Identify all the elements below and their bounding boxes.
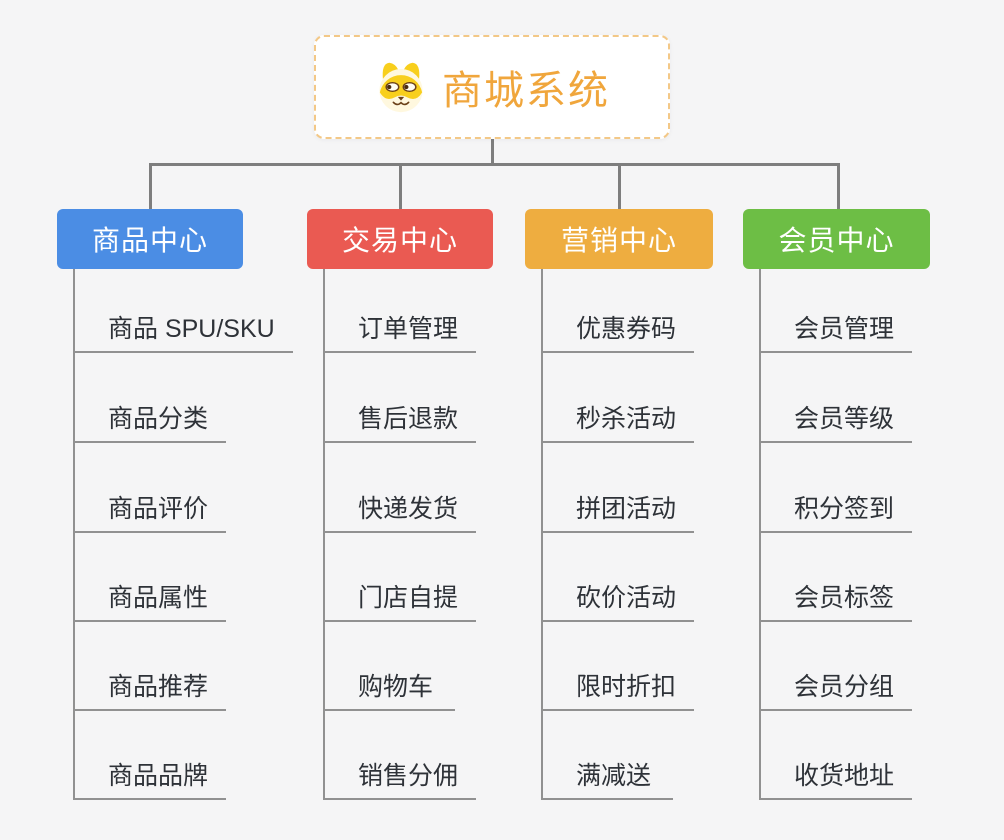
topic-node[interactable]: 订单管理 bbox=[325, 307, 477, 353]
topic-node[interactable]: 快递发货 bbox=[325, 487, 477, 533]
topic-node[interactable]: 会员等级 bbox=[761, 397, 913, 443]
topic-node[interactable]: 拼团活动 bbox=[543, 487, 695, 533]
branch-children-trade-center: 订单管理 售后退款 快递发货 门店自提 购物车 销售分佣 bbox=[323, 269, 555, 800]
branch-header-member-center[interactable]: 会员中心 bbox=[743, 209, 930, 269]
topic-node[interactable]: 满减送 bbox=[543, 754, 673, 800]
topic-node[interactable]: 门店自提 bbox=[325, 576, 477, 622]
connector-drop bbox=[837, 163, 840, 209]
topic-node[interactable]: 收货地址 bbox=[761, 754, 913, 800]
topic-node[interactable]: 会员标签 bbox=[761, 576, 913, 622]
topic-node[interactable]: 商品分类 bbox=[75, 397, 227, 443]
topic-node[interactable]: 商品品牌 bbox=[75, 754, 227, 800]
topic-node[interactable]: 商品推荐 bbox=[75, 665, 227, 711]
topic-node[interactable]: 售后退款 bbox=[325, 397, 477, 443]
branch-children-product-center: 商品 SPU/SKU 商品分类 商品评价 商品属性 商品推荐 商品品牌 bbox=[73, 269, 305, 800]
root-title: 商城系统 bbox=[442, 69, 610, 113]
connector-drop bbox=[149, 163, 152, 209]
topic-node[interactable]: 商品属性 bbox=[75, 576, 227, 622]
branch-children-member-center: 会员管理 会员等级 积分签到 会员标签 会员分组 收货地址 bbox=[759, 269, 991, 800]
branch-children-marketing-center: 优惠券码 秒杀活动 拼团活动 砍价活动 限时折扣 满减送 bbox=[541, 269, 773, 800]
connector-drop bbox=[618, 163, 621, 209]
topic-node[interactable]: 会员分组 bbox=[761, 665, 913, 711]
topic-node[interactable]: 积分签到 bbox=[761, 487, 913, 533]
topic-node[interactable]: 限时折扣 bbox=[543, 665, 695, 711]
connector-rail bbox=[149, 163, 840, 166]
branch-header-marketing-center[interactable]: 营销中心 bbox=[525, 209, 713, 269]
shiba-dog-icon bbox=[379, 62, 423, 113]
topic-node[interactable]: 销售分佣 bbox=[325, 754, 477, 800]
topic-node[interactable]: 砍价活动 bbox=[543, 576, 695, 622]
branch-header-trade-center[interactable]: 交易中心 bbox=[307, 209, 493, 269]
topic-node[interactable]: 商品评价 bbox=[75, 487, 227, 533]
topic-node[interactable]: 优惠券码 bbox=[543, 307, 695, 353]
branch-header-product-center[interactable]: 商品中心 bbox=[57, 209, 243, 269]
connector-drop bbox=[399, 163, 402, 209]
topic-node[interactable]: 购物车 bbox=[325, 665, 455, 711]
topic-node[interactable]: 商品 SPU/SKU bbox=[75, 307, 293, 353]
connector-root-drop bbox=[491, 139, 494, 165]
root-node[interactable]: 商城系统 bbox=[314, 35, 670, 139]
topic-node[interactable]: 会员管理 bbox=[761, 307, 913, 353]
topic-node[interactable]: 秒杀活动 bbox=[543, 397, 695, 443]
